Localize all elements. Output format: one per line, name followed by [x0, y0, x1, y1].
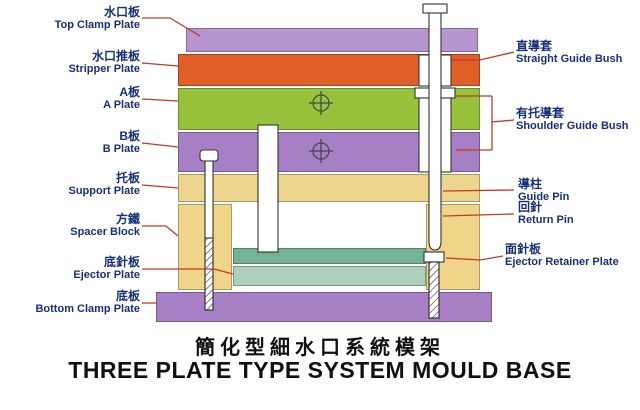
label-en: Straight Guide Bush [516, 53, 623, 65]
label-cn: B板 [119, 129, 140, 143]
label-en: Top Clamp Plate [54, 19, 140, 31]
label-cn: 導柱 [518, 177, 543, 191]
label-ejector-plate: 底針板 Ejector Plate [0, 256, 140, 282]
label-cn: 有托導套 [516, 106, 565, 120]
label-return-pin: 回針 Return Pin [518, 201, 574, 227]
label-cn: 水口板 [103, 5, 140, 19]
ejector-plate-shape [233, 266, 426, 286]
leader-a-plate [141, 98, 179, 102]
label-en: Ejector Retainer Plate [505, 256, 619, 268]
spacer-block-right-shape [426, 204, 480, 290]
label-en: Ejector Plate [73, 269, 140, 281]
label-en: A Plate [103, 99, 140, 111]
label-b-plate: B板 B Plate [0, 130, 140, 156]
label-support-plate: 托板 Support Plate [0, 172, 140, 198]
label-cn: 水口推板 [91, 49, 140, 63]
leader-spacer-block [142, 225, 179, 237]
label-shoulder-guide-bush: 有托導套 Shoulder Guide Bush [516, 107, 628, 133]
b-plate-shape [178, 132, 480, 172]
top-clamp-plate-shape [186, 28, 478, 52]
label-en: Shoulder Guide Bush [516, 120, 629, 132]
leader-b-plate [141, 142, 179, 148]
label-bottom-clamp-plate: 底板 Bottom Clamp Plate [0, 290, 140, 316]
label-cn: 底針板 [103, 255, 140, 269]
stripper-plate-shape [178, 54, 480, 86]
leader-support-plate [141, 184, 179, 189]
label-cn: 方鐵 [115, 212, 140, 226]
label-spacer-block: 方鐵 Spacer Block [0, 213, 140, 239]
label-cn: 面針板 [505, 242, 542, 256]
ejector-retainer-plate-shape [233, 248, 426, 264]
label-cn: 托板 [115, 171, 140, 185]
title-chinese: 簡化型細水口系統模架 [195, 337, 445, 359]
label-a-plate: A板 A Plate [0, 86, 140, 112]
label-en: Bottom Clamp Plate [35, 303, 140, 315]
support-plate-shape [178, 174, 480, 202]
label-top-clamp-plate: 水口板 Top Clamp Plate [0, 6, 140, 32]
bottom-clamp-plate-shape [156, 292, 492, 322]
label-cn: A板 [119, 85, 140, 99]
spacer-block-left-shape [178, 204, 232, 290]
a-plate-shape [178, 88, 480, 130]
label-cn: 回針 [518, 200, 543, 214]
leader-stripper-plate [141, 62, 179, 67]
label-cn: 直導套 [516, 39, 553, 53]
label-en: B Plate [102, 143, 140, 155]
label-en: Guide Pin [518, 191, 570, 203]
guide-pin-cap-icon [422, 3, 448, 14]
label-guide-pin: 導柱 Guide Pin [518, 178, 569, 204]
label-stripper-plate: 水口推板 Stripper Plate [0, 50, 140, 76]
label-en: Support Plate [68, 185, 140, 197]
label-cn: 底板 [115, 289, 140, 303]
label-en: Return Pin [518, 214, 574, 226]
label-straight-guide-bush: 直導套 Straight Guide Bush [516, 40, 622, 66]
label-en: Spacer Block [70, 226, 140, 238]
title-english: THREE PLATE TYPE SYSTEM MOULD BASE [68, 357, 572, 383]
label-en: Stripper Plate [68, 63, 140, 75]
label-ejector-retainer-plate: 面針板 Ejector Retainer Plate [505, 243, 619, 269]
